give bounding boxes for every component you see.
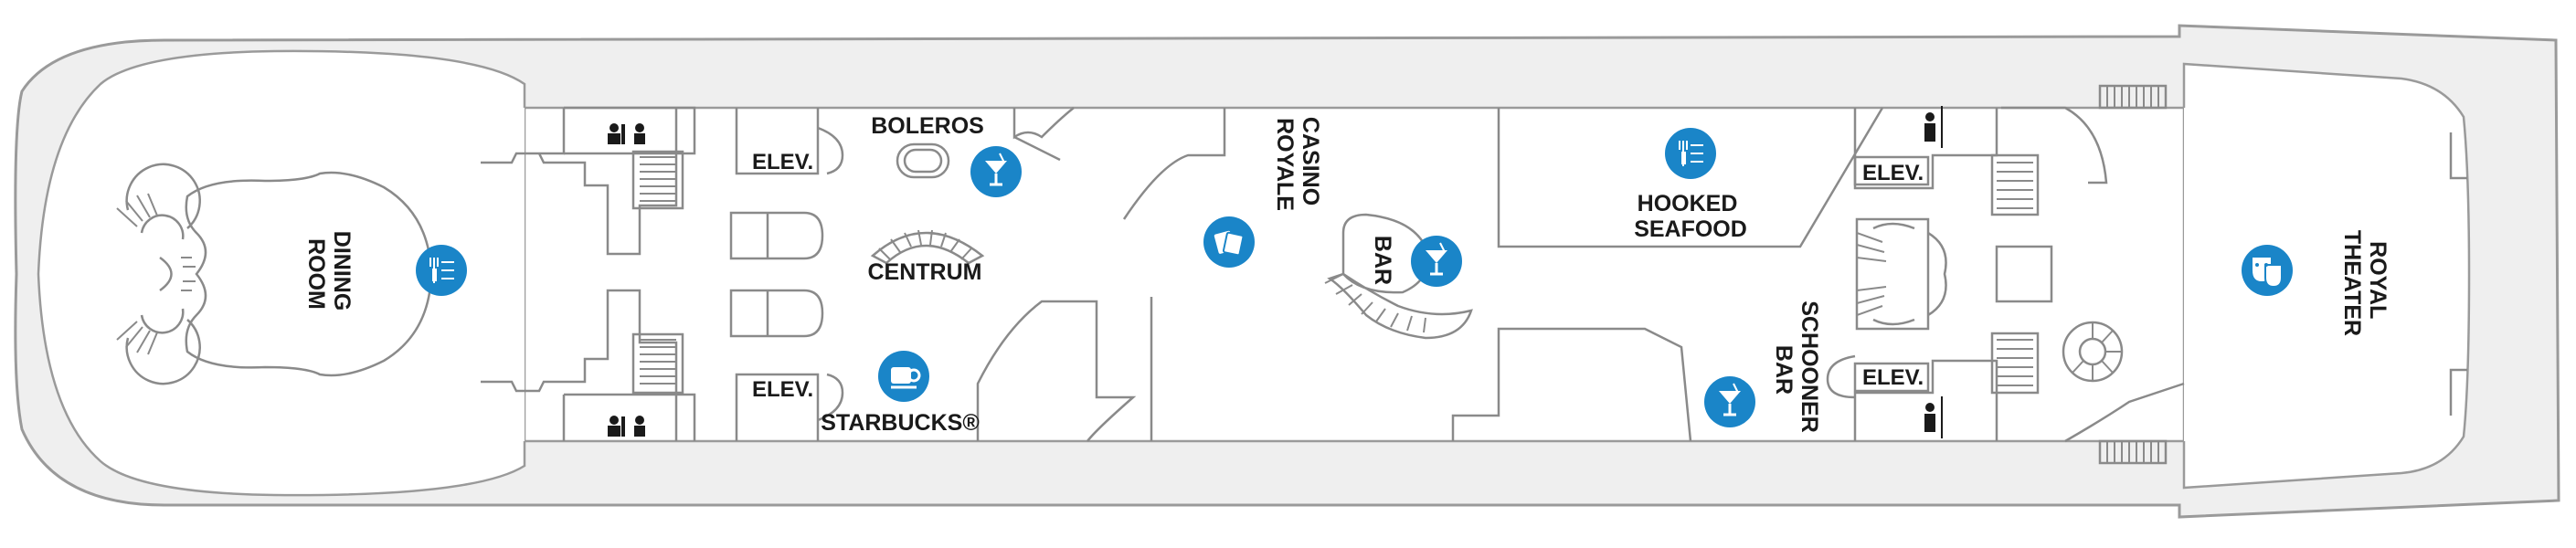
restroom-room-top — [564, 106, 696, 155]
centrum-columns — [729, 211, 824, 338]
boleros-walls — [1012, 107, 1075, 162]
elevator-box-aft-bottom — [1853, 362, 1930, 393]
restroom-icon — [1924, 396, 1943, 438]
venue-label-casino-royale: CASINO ROYALE — [1272, 117, 1323, 212]
dining-icon[interactable] — [416, 245, 467, 296]
venue-label-bar: BAR — [1370, 236, 1395, 285]
elevator-label-fwd-bottom: ELEV. — [752, 377, 813, 402]
venue-label-centrum: CENTRUM — [868, 259, 982, 285]
aft-spiral-stair — [2062, 321, 2124, 383]
dining-room-shape — [185, 171, 433, 377]
cocktail-icon[interactable] — [970, 146, 1022, 197]
boleros-bandstand — [896, 142, 950, 179]
stair-block-fwd-top — [631, 150, 684, 210]
exterior-stairs-bottom — [2098, 439, 2168, 465]
aft-lobby-walls — [2001, 106, 2185, 443]
venue-label-starbucks: STARBUCKS® — [821, 410, 980, 436]
schooner-stair — [1826, 354, 1856, 399]
exterior-stairs-top — [2098, 84, 2168, 110]
venue-label-boleros: BOLEROS — [871, 113, 984, 139]
elevator-label-aft-top: ELEV. — [1862, 161, 1924, 185]
cocktail-icon[interactable] — [1704, 376, 1755, 427]
elevator-label-aft-bottom: ELEV. — [1862, 365, 1924, 390]
casino-icon[interactable] — [1203, 216, 1255, 268]
dining-rotunda-stairs — [116, 163, 201, 385]
venue-label-schooner-bar: SCHOONER BAR — [1771, 300, 1822, 438]
elevator-box-aft-top — [1853, 155, 1930, 186]
accessible-restroom-icon — [608, 416, 645, 437]
elevator-bank-fwd-bottom — [735, 373, 844, 441]
theater-icon[interactable] — [2242, 245, 2293, 296]
seafood-walls — [1451, 327, 1692, 442]
coffee-icon[interactable] — [878, 351, 929, 402]
restroom-icon — [1924, 106, 1943, 148]
boleros-bandstand-inner — [903, 148, 943, 174]
elevator-bank-fwd-top — [735, 108, 844, 175]
centrum-curved-stair — [870, 229, 985, 265]
dining-icon[interactable] — [1665, 128, 1716, 179]
accessible-restroom-icon — [608, 123, 645, 144]
venue-label-royal-theater: ROYAL THEATER — [2339, 230, 2390, 336]
aft-stair-steps — [1856, 232, 1887, 316]
restroom-room-bottom — [564, 393, 696, 441]
stair-steps-fwd-bottom — [640, 339, 676, 385]
theater-stage — [2449, 132, 2467, 416]
aft-stair-blocks — [1990, 153, 2040, 395]
stair-steps-fwd-top — [640, 156, 676, 202]
aft-elevator-bottom — [1853, 359, 1998, 441]
cocktail-icon[interactable] — [1411, 236, 1462, 287]
casino-inner-bay — [1497, 107, 1884, 248]
aft-stair-core — [1855, 217, 1947, 331]
venue-label-dining-room: DINING ROOM — [303, 231, 355, 317]
stair-block-fwd-bottom — [631, 332, 684, 395]
aft-central-shaft — [1995, 245, 2053, 303]
aft-theater-area — [2182, 62, 2471, 490]
venue-label-hooked-seafood: HOOKED SEAFOOD — [1634, 191, 1747, 242]
casino-walls — [976, 108, 1226, 442]
elevator-label-fwd-top: ELEV. — [752, 150, 813, 174]
